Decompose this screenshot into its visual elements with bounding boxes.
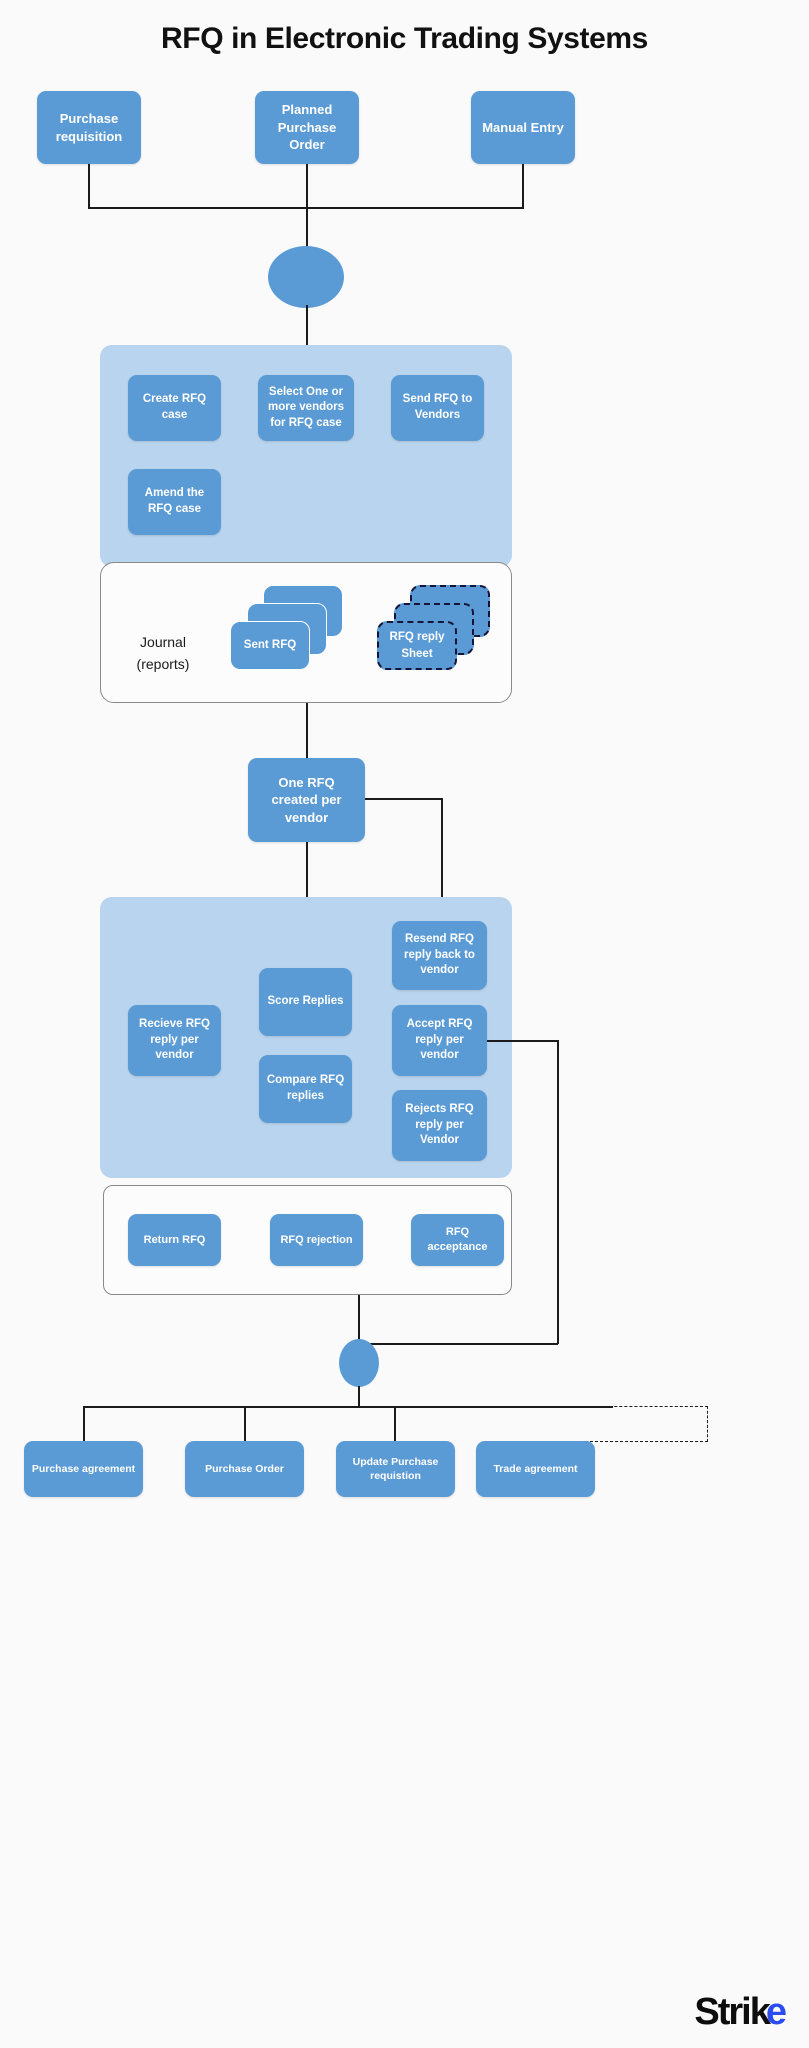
node-send-rfq-to-vendors[interactable]: Send RFQ to Vendors (391, 375, 484, 441)
connector-final-bus-dashed (458, 1406, 708, 1407)
node-purchase-requisition[interactable]: Purchase requisition (37, 91, 141, 164)
node-label: Manual Entry (482, 119, 564, 135)
connector-per-vendor-right (365, 798, 442, 800)
node-label: One RFQ created per vendor (271, 774, 342, 825)
connector-accept-right (487, 1040, 558, 1042)
journal-label-line2: (reports) (136, 655, 190, 672)
journal-label: Journal (reports) (118, 632, 208, 675)
connector-planned-po-down (306, 164, 308, 246)
connector-circle-to-rfq-panel (306, 305, 308, 347)
node-manual-entry[interactable]: Manual Entry (471, 91, 575, 164)
node-rfq-rejection[interactable]: RFQ rejection (270, 1214, 363, 1266)
node-score-replies[interactable]: Score Replies (259, 968, 352, 1036)
connector-manual-entry-down (522, 164, 524, 208)
stack-card-front[interactable]: RFQ reply Sheet (377, 621, 457, 670)
node-amend-rfq-case[interactable]: Amend the RFQ case (128, 469, 221, 535)
node-label: Purchase Order (205, 1462, 284, 1475)
node-label: Purchase requisition (55, 110, 123, 144)
stack-rfq-reply-sheet[interactable]: RFQ reply Sheet (377, 585, 502, 673)
node-label: Amend the RFQ case (144, 487, 205, 515)
brand-text-part1: Stri (694, 1991, 751, 2033)
node-label: Accept RFQ reply per vendor (406, 1018, 473, 1062)
node-rejects-rfq-reply[interactable]: Rejects RFQ reply per Vendor (392, 1090, 487, 1161)
node-label: Score Replies (267, 995, 344, 1008)
node-label: Purchase agreement (31, 1462, 136, 1475)
junction-circle-bottom (339, 1339, 379, 1387)
connector-right-rail-down (557, 1040, 559, 1344)
node-one-rfq-per-vendor[interactable]: One RFQ created per vendor (248, 758, 365, 842)
node-purchase-agreement[interactable]: Purchase agreement (24, 1441, 143, 1497)
node-recieve-rfq-reply[interactable]: Recieve RFQ reply per vendor (128, 1005, 221, 1076)
brand-text-accent: e (765, 1991, 787, 2033)
node-rfq-acceptance[interactable]: RFQ acceptance (411, 1214, 504, 1266)
node-label: Resend RFQ reply back to vendor (404, 933, 475, 977)
node-label: Rejects RFQ reply per Vendor (405, 1103, 474, 1147)
node-label: Planned Purchase Order (277, 102, 337, 153)
node-select-vendors[interactable]: Select One or more vendors for RFQ case (258, 375, 354, 441)
node-label: RFQ acceptance (427, 1226, 488, 1253)
connector-to-purchase-order (244, 1406, 246, 1442)
node-create-rfq-case[interactable]: Create RFQ case (128, 375, 221, 441)
connector-trade-agreement-elbow (535, 1441, 708, 1442)
node-label: Select One or more vendors for RFQ case (267, 385, 345, 429)
connector-purchase-requisition-down (88, 164, 90, 208)
node-update-purchase-requistion[interactable]: Update Purchase requistion (336, 1441, 455, 1497)
node-label: Compare RFQ replies (266, 1074, 345, 1102)
node-planned-purchase-order[interactable]: Planned Purchase Order (255, 91, 359, 164)
node-label: RFQ rejection (280, 1233, 353, 1246)
connector-journal-to-per-vendor (306, 703, 308, 759)
node-compare-rfq-replies[interactable]: Compare RFQ replies (259, 1055, 352, 1123)
connector-final-bus (83, 1406, 613, 1408)
junction-circle-top (268, 246, 344, 308)
connector-to-purchase-agreement (83, 1406, 85, 1442)
connector-bottom-bus (358, 1343, 558, 1345)
connector-to-trade-agreement-dashed (707, 1406, 708, 1442)
connector-to-update-requisition (394, 1406, 396, 1442)
journal-label-line1: Journal (140, 634, 186, 650)
node-label: Return RFQ (143, 1233, 206, 1246)
page-title: RFQ in Electronic Trading Systems (161, 22, 648, 55)
node-label: Update Purchase requistion (352, 1455, 439, 1482)
stack-card-label: RFQ reply Sheet (389, 631, 445, 660)
connector-per-vendor-down (306, 842, 308, 898)
stack-card-front[interactable]: Sent RFQ (230, 621, 310, 670)
stack-card-label: Sent RFQ (243, 639, 297, 652)
node-return-rfq[interactable]: Return RFQ (128, 1214, 221, 1266)
stack-sent-rfq[interactable]: Sent RFQ (230, 585, 355, 673)
node-label: Trade agreement (493, 1462, 578, 1475)
node-resend-rfq-reply[interactable]: Resend RFQ reply back to vendor (392, 921, 487, 990)
connector-circle2-down (358, 1386, 360, 1407)
connector-sources-bus (88, 207, 524, 209)
node-label: Send RFQ to Vendors (402, 393, 473, 421)
node-label: Create RFQ case (142, 393, 207, 421)
node-label: Recieve RFQ reply per vendor (139, 1018, 210, 1062)
node-purchase-order[interactable]: Purchase Order (185, 1441, 304, 1497)
brand-text-part2: k (749, 1991, 771, 2033)
node-trade-agreement[interactable]: Trade agreement (476, 1441, 595, 1497)
node-accept-rfq-reply[interactable]: Accept RFQ reply per vendor (392, 1005, 487, 1076)
connector-right-down-to-resend (441, 798, 443, 928)
connector-outcomes-down (358, 1295, 360, 1344)
